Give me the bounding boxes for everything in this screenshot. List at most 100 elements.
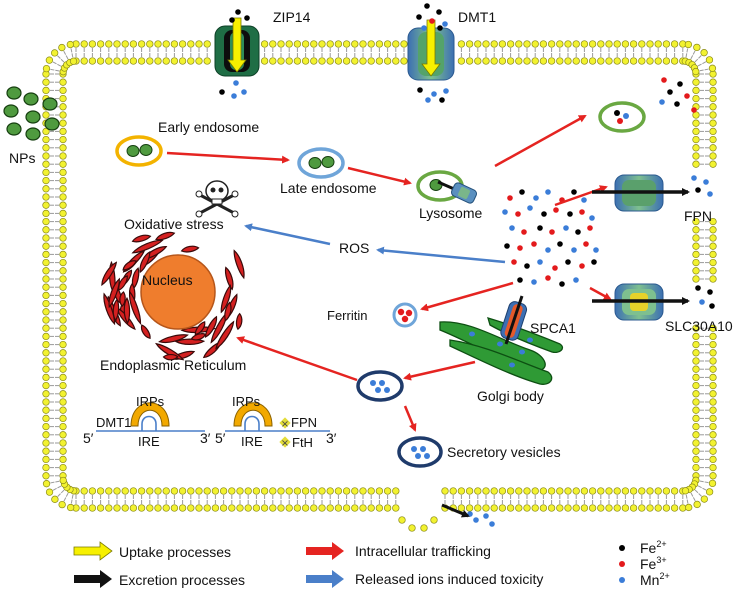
trafficking-arrow bbox=[554, 185, 608, 207]
dmt1-channel bbox=[407, 19, 455, 81]
fe2-ion bbox=[437, 25, 443, 31]
five-prime-label: 5′ bbox=[215, 430, 226, 446]
trafficking-arrow bbox=[420, 281, 514, 312]
svg-text:×: × bbox=[281, 438, 289, 449]
trafficking-arrow bbox=[347, 166, 412, 186]
irps-label: IRPs bbox=[136, 394, 165, 409]
three-prime-label: 3′ bbox=[200, 430, 211, 446]
mn2-ion bbox=[581, 197, 587, 203]
golgi-vesicle bbox=[356, 370, 404, 402]
nucleus bbox=[140, 254, 216, 330]
fe2-ion bbox=[436, 9, 442, 15]
early-endosome bbox=[115, 135, 163, 167]
fe3-ion bbox=[545, 275, 551, 281]
fe3-ion bbox=[521, 229, 527, 235]
fe2-ion bbox=[667, 89, 673, 95]
endoplasmic-reticulum bbox=[101, 231, 245, 361]
fpn-mrna-label: FPN bbox=[291, 415, 317, 430]
fe3-ion bbox=[587, 225, 593, 231]
trafficking-arrow bbox=[589, 286, 612, 301]
fpn-channel bbox=[592, 174, 690, 212]
slc30a10-label: SLC30A10 bbox=[665, 318, 733, 334]
lysosome-label: Lysosome bbox=[419, 205, 483, 221]
fe2-ion bbox=[424, 3, 430, 9]
golgi-body-label: Golgi body bbox=[477, 388, 544, 404]
ire-label: IRE bbox=[241, 434, 263, 449]
fe2-ion bbox=[567, 211, 573, 217]
fe3-ion bbox=[583, 241, 589, 247]
mn2-ion bbox=[509, 225, 515, 231]
legend-fe2: Fe2+ bbox=[619, 539, 667, 556]
fe2-ion bbox=[517, 277, 523, 283]
legend-fe3-charge: 3+ bbox=[656, 555, 666, 565]
mn2-ion bbox=[527, 205, 533, 211]
legend-uptake-label: Uptake processes bbox=[119, 544, 231, 560]
mn2-ion bbox=[473, 517, 479, 523]
legend-excretion: Excretion processes bbox=[74, 570, 245, 588]
mn2-ion bbox=[533, 195, 539, 201]
legend: Uptake processes Excretion processes Int… bbox=[73, 539, 670, 588]
trafficking-arrow bbox=[403, 360, 476, 381]
spca1-label: SPCA1 bbox=[530, 320, 576, 336]
skull-crossbones-icon bbox=[195, 180, 239, 218]
mrna-right: × × bbox=[225, 402, 330, 449]
mn2-ion bbox=[431, 91, 437, 97]
legend-mn2-charge: 2+ bbox=[659, 571, 669, 581]
fe2-ion bbox=[695, 285, 701, 291]
fe3-ion bbox=[691, 107, 697, 113]
nps-label: NPs bbox=[9, 150, 35, 166]
mn2-ion bbox=[483, 513, 489, 519]
legend-fe2-charge: 2+ bbox=[656, 539, 666, 549]
fe2-ion bbox=[417, 87, 423, 93]
dmt1-mrna-label: DMT1 bbox=[96, 415, 131, 430]
mn2-ion bbox=[443, 88, 449, 94]
repressed-x-icon: × bbox=[279, 417, 291, 430]
mn2-ion bbox=[691, 175, 697, 181]
fe2-ion bbox=[677, 81, 683, 87]
ferritin bbox=[392, 302, 418, 328]
mn2-ion bbox=[563, 225, 569, 231]
mn2-ion bbox=[571, 247, 577, 253]
toxicity-arrow bbox=[244, 223, 331, 246]
fe2-ion bbox=[541, 211, 547, 217]
late-endosome-label: Late endosome bbox=[280, 180, 377, 196]
exocytic-vesicle bbox=[598, 101, 646, 133]
fe3-ion bbox=[515, 211, 521, 217]
fe2-ion bbox=[504, 243, 510, 249]
ferritin-label: Ferritin bbox=[327, 308, 367, 323]
svg-text:Mn2+: Mn2+ bbox=[640, 571, 670, 588]
dmt1-label: DMT1 bbox=[458, 9, 496, 25]
fe3-ion bbox=[553, 207, 559, 213]
fe3-ion bbox=[429, 18, 435, 24]
fe2-ion bbox=[565, 259, 571, 265]
mn2-ion bbox=[573, 277, 579, 283]
legend-trafficking-label: Intracellular trafficking bbox=[355, 543, 491, 559]
early-endosome-label: Early endosome bbox=[158, 119, 259, 135]
svg-text:Fe2+: Fe2+ bbox=[640, 539, 667, 556]
fe2-ion bbox=[557, 241, 563, 247]
cell-membrane bbox=[42, 40, 717, 532]
fe2-ion bbox=[519, 189, 525, 195]
mn2-ion bbox=[703, 179, 709, 185]
trafficking-arrow bbox=[403, 405, 417, 432]
legend-mn2-label: Mn bbox=[640, 572, 659, 588]
fe3-ion bbox=[552, 265, 558, 271]
svg-text:Fe3+: Fe3+ bbox=[640, 555, 667, 572]
legend-fe3-label: Fe bbox=[640, 556, 657, 572]
fe2-ion bbox=[524, 263, 530, 269]
zip14-label: ZIP14 bbox=[273, 9, 311, 25]
mn2-ion bbox=[531, 279, 537, 285]
fe2-ion bbox=[575, 229, 581, 235]
fe2-ion bbox=[244, 15, 250, 21]
legend-uptake: Uptake processes bbox=[73, 541, 231, 561]
lysosome bbox=[416, 170, 478, 204]
fe3-ion bbox=[531, 241, 537, 247]
fe2-ion bbox=[559, 281, 565, 287]
late-endosome bbox=[297, 147, 345, 179]
fe3-ion bbox=[579, 263, 585, 269]
nanoparticle-cluster bbox=[3, 86, 60, 141]
trafficking-arrow bbox=[236, 336, 358, 382]
mn2-ion bbox=[699, 299, 705, 305]
fe2-ion bbox=[235, 9, 241, 15]
